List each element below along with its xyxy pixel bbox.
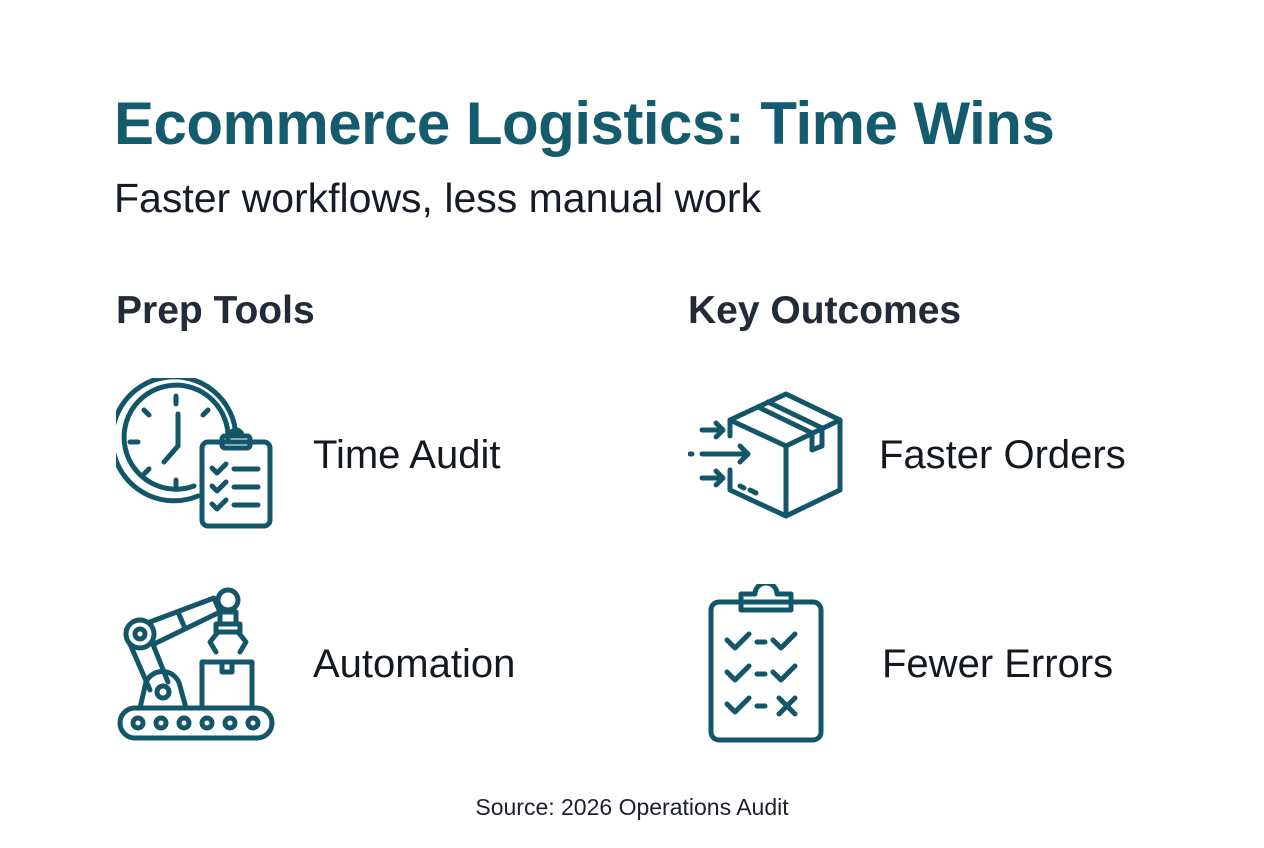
fast-package-icon [688,390,844,520]
item-label-automation: Automation [313,642,516,686]
checklist-clipboard-icon [707,584,825,744]
robot-arm-conveyor-icon [116,582,276,744]
clock-clipboard-icon [116,378,276,530]
item-label-faster-orders: Faster Orders [879,433,1126,477]
section-heading-prep-tools: Prep Tools [116,289,315,332]
item-label-fewer-errors: Fewer Errors [882,642,1114,686]
page-subtitle: Faster workflows, less manual work [114,175,762,221]
section-heading-key-outcomes: Key Outcomes [688,289,962,332]
page-title: Ecommerce Logistics: Time Wins [114,90,1055,157]
source-note: Source: 2026 Operations Audit [475,794,789,820]
item-label-time-audit: Time Audit [313,433,501,477]
